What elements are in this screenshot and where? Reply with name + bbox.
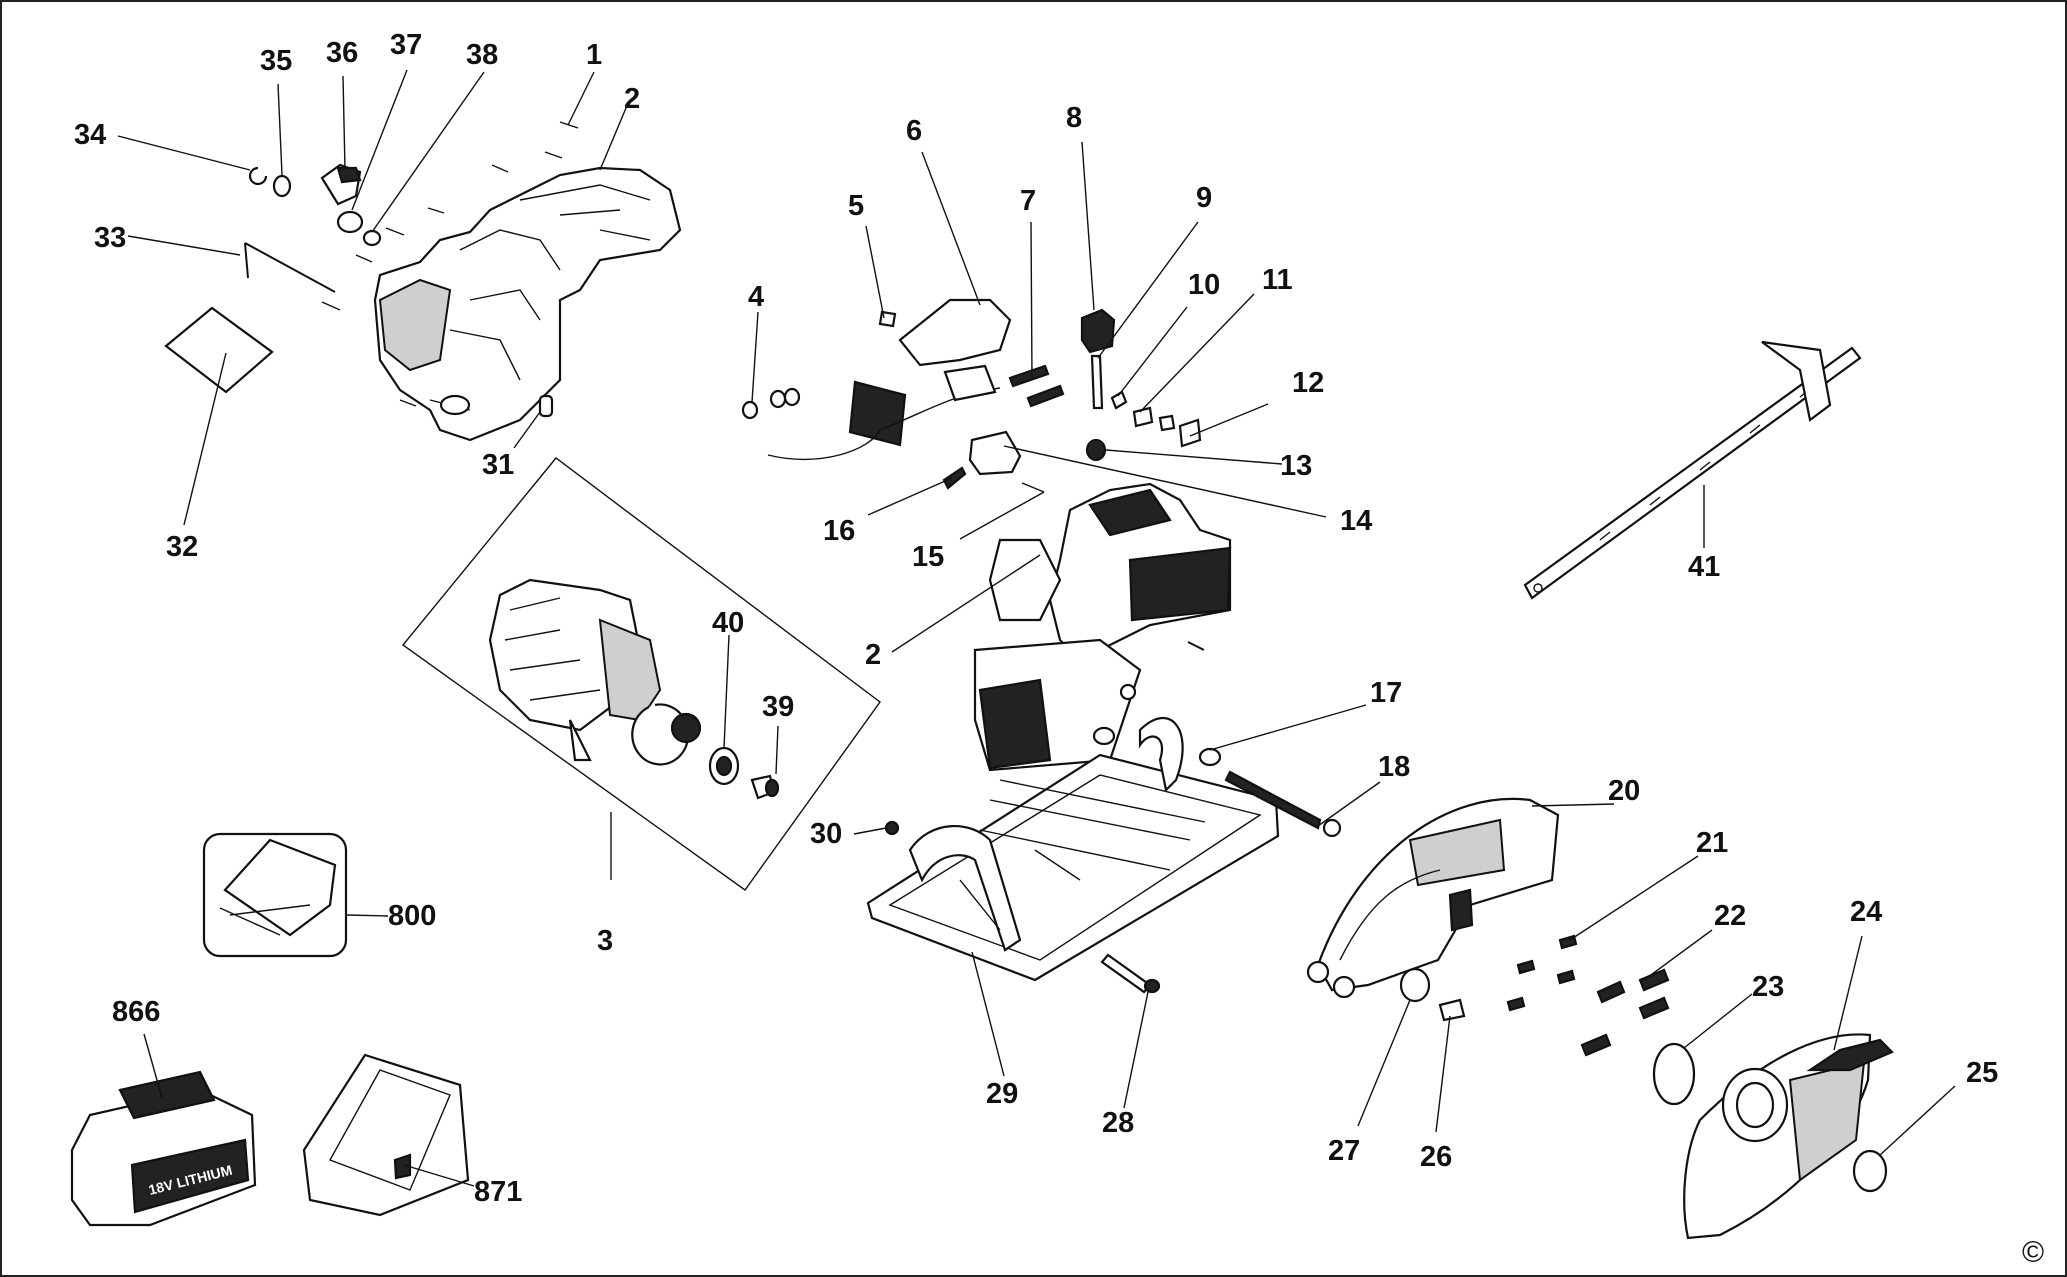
label-3: 3 bbox=[597, 925, 613, 957]
label-20: 20 bbox=[1608, 775, 1640, 807]
label-34: 34 bbox=[74, 119, 106, 151]
label-28: 28 bbox=[1102, 1107, 1134, 1139]
label-32: 32 bbox=[166, 531, 198, 563]
label-2-top: 2 bbox=[624, 83, 640, 115]
label-38: 38 bbox=[466, 39, 498, 71]
label-37: 37 bbox=[390, 29, 422, 61]
label-871: 871 bbox=[474, 1176, 522, 1208]
lower-guard-drawing bbox=[1683, 1033, 1894, 1240]
label-21: 21 bbox=[1696, 827, 1728, 859]
motor-assembly-drawing bbox=[401, 457, 881, 891]
label-36: 36 bbox=[326, 37, 358, 69]
housing-half-drawing bbox=[164, 121, 682, 442]
label-33: 33 bbox=[94, 222, 126, 254]
label-17: 17 bbox=[1370, 677, 1402, 709]
kit-box-drawing bbox=[202, 832, 348, 958]
part-number-labels: 1 2 3 4 5 6 7 8 9 10 11 12 13 14 15 16 1… bbox=[74, 29, 2044, 1269]
label-35: 35 bbox=[260, 45, 292, 77]
label-800: 800 bbox=[388, 900, 436, 932]
label-1: 1 bbox=[586, 39, 602, 71]
label-14: 14 bbox=[1340, 505, 1372, 537]
main-housing-drawing bbox=[973, 482, 1232, 772]
label-12: 12 bbox=[1292, 367, 1324, 399]
leader-lines bbox=[117, 69, 1956, 1187]
label-9: 9 bbox=[1196, 182, 1212, 214]
label-31: 31 bbox=[482, 449, 514, 481]
label-13: 13 bbox=[1280, 450, 1312, 482]
battery-pack-drawing: 18V LITHIUM bbox=[70, 1070, 257, 1227]
label-8: 8 bbox=[1066, 102, 1082, 134]
label-4: 4 bbox=[748, 281, 764, 313]
label-24: 24 bbox=[1850, 896, 1882, 928]
label-41: 41 bbox=[1688, 551, 1720, 583]
label-16: 16 bbox=[823, 515, 855, 547]
label-6: 6 bbox=[906, 115, 922, 147]
base-plate-drawing bbox=[866, 717, 1342, 994]
label-15: 15 bbox=[912, 541, 944, 573]
copyright-symbol: © bbox=[2022, 1236, 2044, 1269]
label-7: 7 bbox=[1020, 185, 1036, 217]
label-26: 26 bbox=[1420, 1141, 1452, 1173]
label-5: 5 bbox=[848, 190, 864, 222]
label-40: 40 bbox=[712, 607, 744, 639]
label-30: 30 bbox=[810, 818, 842, 850]
label-23: 23 bbox=[1752, 971, 1784, 1003]
rip-fence-drawing bbox=[1523, 340, 1862, 600]
label-18: 18 bbox=[1378, 751, 1410, 783]
label-10: 10 bbox=[1188, 269, 1220, 301]
upper-guard-drawing bbox=[1306, 797, 1696, 1106]
label-2-mid: 2 bbox=[865, 639, 881, 671]
label-866: 866 bbox=[112, 996, 160, 1028]
label-22: 22 bbox=[1714, 900, 1746, 932]
label-27: 27 bbox=[1328, 1135, 1360, 1167]
charger-drawing bbox=[302, 1053, 470, 1217]
label-39: 39 bbox=[762, 691, 794, 723]
label-11: 11 bbox=[1262, 264, 1293, 296]
label-25: 25 bbox=[1966, 1057, 1998, 1089]
label-29: 29 bbox=[986, 1078, 1018, 1110]
switch-electronics-drawing bbox=[741, 298, 1202, 493]
